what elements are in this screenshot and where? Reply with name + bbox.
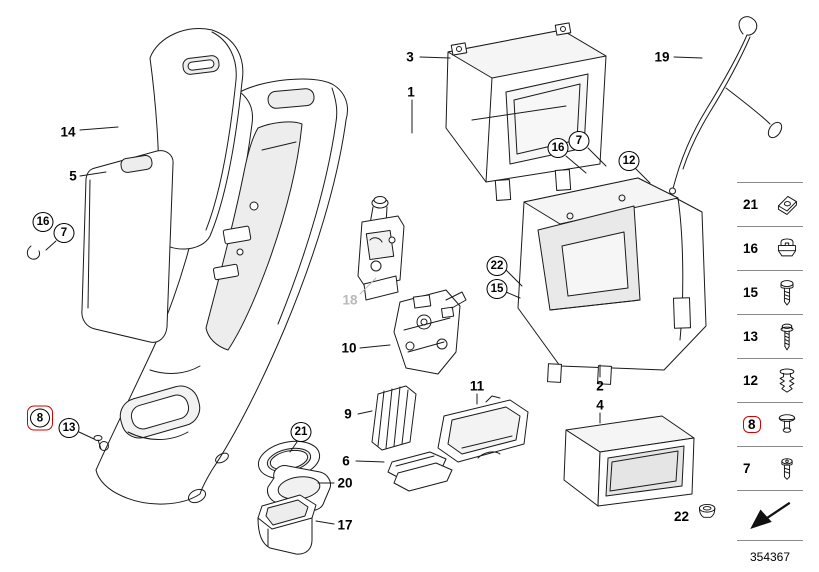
- sidebar-item-number: 8: [743, 416, 761, 433]
- sidebar-item-22[interactable]: 22: [674, 498, 720, 534]
- callout-5[interactable]: 5: [69, 168, 77, 184]
- sidebar-item-21[interactable]: 21: [737, 183, 803, 227]
- part-console-trim-panel: [149, 28, 244, 250]
- long-screw-icon: [780, 323, 794, 350]
- sidebar-item-8[interactable]: 8: [737, 403, 803, 447]
- sidebar-item-12[interactable]: 12: [737, 359, 803, 403]
- part-rear-console-housing: [517, 177, 707, 385]
- cage-clip-icon: [777, 237, 797, 256]
- sidebar-item-16[interactable]: 16: [737, 227, 803, 271]
- callout-number: 8: [30, 408, 50, 428]
- callout-17[interactable]: 17: [337, 517, 353, 533]
- sidebar-item-number: 16: [743, 241, 759, 256]
- expansion-nut-icon: [779, 368, 795, 393]
- callout-4[interactable]: 4: [596, 397, 604, 413]
- callout-10[interactable]: 10: [341, 340, 357, 356]
- screw-icon: [780, 279, 794, 305]
- callout-8[interactable]: 8: [27, 405, 53, 431]
- part-armrest-lid: [81, 150, 174, 343]
- part-console-body: [95, 78, 348, 505]
- view-direction-cell: [737, 491, 803, 541]
- callout-3[interactable]: 3: [406, 49, 414, 65]
- callout-6[interactable]: 6: [342, 453, 350, 469]
- sidebar-item-15[interactable]: 15: [737, 271, 803, 315]
- callout-16-left[interactable]: 16: [32, 212, 54, 232]
- callout-1[interactable]: 1: [407, 84, 415, 100]
- callout-21[interactable]: 21: [290, 422, 312, 442]
- part-lock-mechanism: [393, 289, 467, 375]
- grommet-icon: [698, 503, 716, 518]
- callout-11[interactable]: 11: [469, 378, 485, 394]
- push-rivet-icon: [778, 413, 796, 433]
- sidebar-item-number: 12: [743, 373, 759, 388]
- callout-7-left[interactable]: 7: [53, 223, 75, 243]
- callout-2[interactable]: 2: [596, 378, 604, 394]
- sidebar-item-7[interactable]: 7: [737, 447, 803, 491]
- sidebar-item-number: 13: [743, 329, 759, 344]
- callout-13[interactable]: 13: [58, 418, 80, 438]
- sidebar-item-number: 22: [674, 508, 690, 524]
- small-hardware: [26, 245, 103, 450]
- view-direction-arrow-icon: [750, 501, 791, 529]
- catalog-number: 354367: [749, 550, 791, 564]
- sidebar-item-number: 15: [743, 285, 759, 300]
- callout-7-right[interactable]: 7: [568, 131, 590, 151]
- part-cupholder-insert: [257, 494, 317, 555]
- part-ribbed-insert: [371, 385, 417, 451]
- callout-12[interactable]: 12: [618, 151, 640, 171]
- fasteners-sidebar: 21 16 15 13 12 8 7: [737, 182, 803, 541]
- sidebar-item-number: 7: [743, 461, 751, 476]
- callout-19[interactable]: 19: [654, 49, 670, 65]
- callout-18[interactable]: 18: [342, 292, 358, 308]
- part-storage-tray: [437, 395, 529, 463]
- callout-9[interactable]: 9: [344, 406, 352, 422]
- callout-16-right[interactable]: 16: [547, 138, 569, 158]
- callout-15[interactable]: 15: [486, 279, 508, 299]
- part-storage-compartment: [563, 415, 695, 507]
- part-aerial-cable: [669, 16, 783, 195]
- clip-nut-icon: [777, 195, 797, 215]
- sidebar-item-13[interactable]: 13: [737, 315, 803, 359]
- callout-14[interactable]: 14: [60, 124, 76, 140]
- sidebar-item-number: 21: [743, 197, 759, 212]
- callout-22[interactable]: 22: [486, 256, 508, 276]
- leader-lines: [45, 56, 703, 525]
- part-bracket-plates: [387, 451, 453, 492]
- callout-20[interactable]: 20: [337, 475, 353, 491]
- small-screw-icon: [781, 457, 793, 480]
